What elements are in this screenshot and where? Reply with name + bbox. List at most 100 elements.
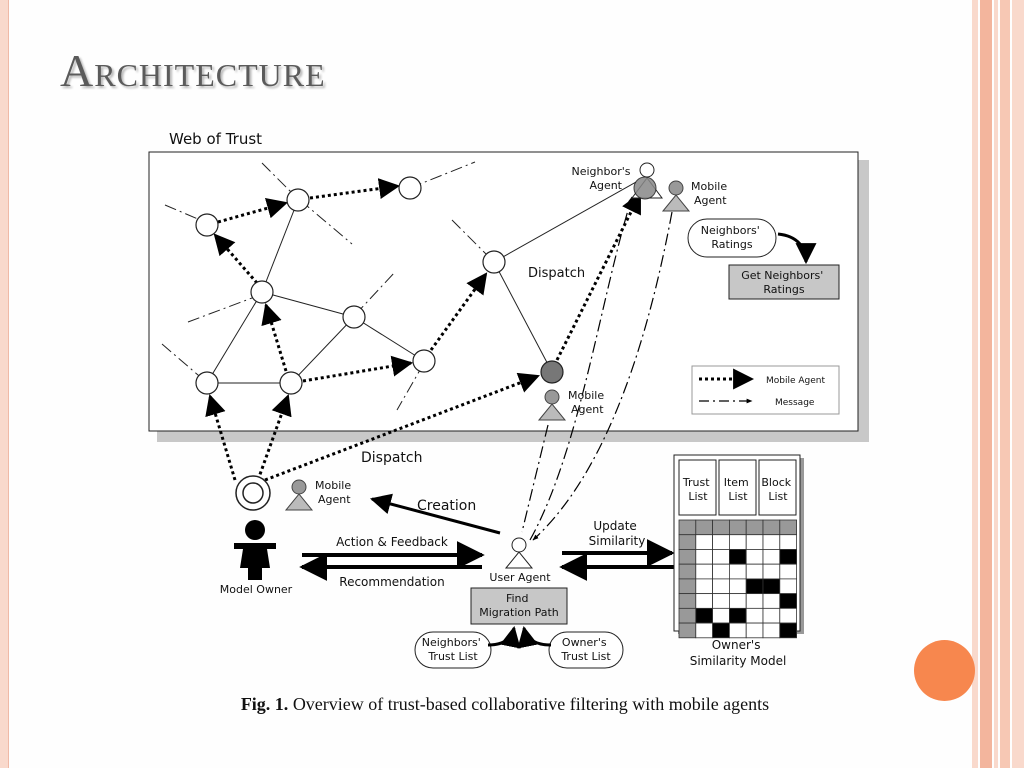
block-list-label: Block List (761, 476, 794, 503)
grid-cell (762, 519, 781, 536)
grid-cell (762, 534, 781, 550)
grid-cell (695, 534, 713, 550)
item-list-label: Item List (724, 476, 753, 503)
grid-cell (695, 607, 713, 624)
grid-cell (695, 563, 713, 580)
person-icon (234, 520, 276, 580)
grid-cell (678, 519, 697, 536)
owners-trust-list-arrow (517, 625, 552, 649)
recommendation-label: Recommendation (339, 575, 444, 589)
dispatch-inner-label: Dispatch (528, 266, 585, 281)
ratings-arrow (777, 232, 817, 265)
neighbors-ratings-pill (687, 218, 777, 258)
trust-links (206, 181, 637, 384)
neighbors-trust-list-label: Neighbors' Trust List (422, 636, 485, 663)
creation-label: Creation (417, 498, 476, 514)
block-list-box (758, 459, 797, 516)
grid-cell (762, 622, 781, 639)
grid-cell (729, 534, 747, 550)
grid-cell (712, 534, 730, 550)
trust-list-box (678, 459, 717, 516)
neighbors-ratings-label: Neighbors' Ratings (701, 224, 764, 251)
grid-cell (745, 563, 764, 580)
neighbors-agent-icon (631, 162, 663, 200)
figure-caption: Fig. 1. Overview of trust-based collabor… (0, 694, 1010, 715)
model-owner-node (235, 475, 271, 511)
owners-trust-list-pill (548, 631, 624, 669)
user-agent-icon (504, 537, 534, 569)
grid-cell (745, 593, 764, 609)
grid-cell (779, 534, 797, 550)
legend-message-label: Message (775, 398, 815, 408)
grid-cell (712, 593, 730, 609)
caption-text: Overview of trust-based collaborative fi… (292, 694, 770, 714)
grid-cell (745, 578, 764, 595)
item-list-box (718, 459, 757, 516)
grid-cell (695, 622, 713, 639)
similarity-grid (678, 519, 797, 639)
trust-link-stubs (161, 161, 493, 411)
grid-cell (745, 607, 764, 624)
grid-cell (779, 593, 797, 609)
grid-cell (695, 593, 713, 609)
grid-cell (695, 578, 713, 595)
grid-cell (695, 549, 713, 565)
creation-arrow (369, 493, 501, 535)
grid-cell (729, 607, 747, 624)
grid-cell (745, 549, 764, 565)
grid-cell (745, 622, 764, 639)
get-neighbors-ratings-label: Get Neighbors' Ratings (741, 269, 827, 296)
grid-cell (762, 578, 781, 595)
get-neighbors-ratings-box (728, 264, 840, 300)
grid-cell (678, 549, 697, 565)
grid-cell (712, 607, 730, 624)
trust-nodes (195, 176, 564, 395)
action-feedback-label: Action & Feedback (336, 535, 448, 549)
grid-cell (729, 563, 747, 580)
mobile-agent-paths (205, 178, 642, 482)
mobile-agent-icon-left (284, 479, 314, 511)
grid-cell (729, 519, 747, 536)
grid-cell (762, 607, 781, 624)
update-similarity-label: Update Similarity (589, 519, 646, 548)
owners-trust-list-label: Owner's Trust List (560, 636, 611, 663)
grid-cell (729, 593, 747, 609)
grid-cell (779, 549, 797, 565)
grid-cell (779, 519, 797, 536)
legend-mobile-agent-label: Mobile Agent (766, 376, 825, 386)
grid-cell (712, 549, 730, 565)
find-migration-path-box (470, 587, 568, 625)
grid-cell (695, 519, 713, 536)
mobile-agent-top-label: Mobile Agent (691, 180, 731, 207)
grid-cell (678, 563, 697, 580)
grid-cell (779, 563, 797, 580)
mobile-agent-left-label: Mobile Agent (315, 479, 355, 506)
dispatch-outer-label: Dispatch (361, 450, 423, 466)
model-owner-label: Model Owner (220, 583, 293, 596)
caption-bold: Fig. 1. (240, 694, 289, 714)
left-border-bar (0, 0, 9, 768)
neighbors-trust-list-pill (414, 631, 492, 669)
web-of-trust-label: Web of Trust (169, 130, 262, 148)
mobile-agent-icon-mid (537, 389, 567, 421)
decorative-orange-circle (914, 640, 975, 701)
right-decorative-stripes (972, 0, 1024, 768)
user-agent-label: User Agent (489, 571, 551, 584)
grid-cell (729, 578, 747, 595)
slide-title: Architecture (60, 45, 326, 96)
message-paths (521, 196, 673, 541)
grid-cell (678, 534, 697, 550)
grid-cell (779, 622, 797, 639)
grid-cell (779, 607, 797, 624)
neighbors-agent-label: Neighbor's Agent (572, 165, 635, 192)
grid-cell (762, 549, 781, 565)
grid-cell (712, 519, 730, 536)
owners-similarity-model-label: Owner's Similarity Model (690, 638, 787, 668)
grid-cell (678, 622, 697, 639)
legend-box (691, 365, 840, 415)
find-migration-path-label: Find Migration Path (479, 592, 559, 619)
grid-cell (678, 607, 697, 624)
grid-cell (745, 519, 764, 536)
grid-cell (745, 534, 764, 550)
mobile-agent-mid-label: Mobile Agent (568, 389, 608, 416)
